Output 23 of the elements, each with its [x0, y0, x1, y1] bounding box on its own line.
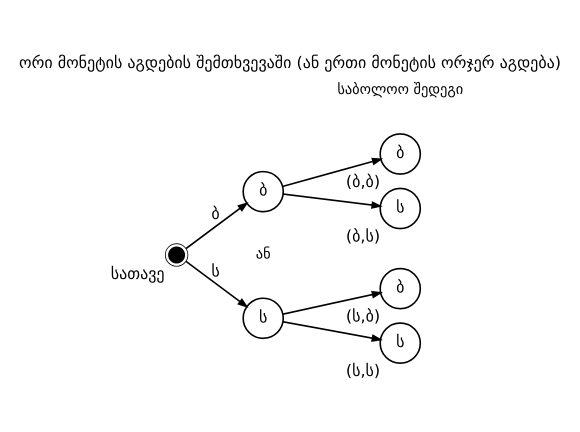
- node-label: (ბ,ბ): [346, 171, 380, 190]
- node-label: სათავე: [110, 264, 165, 283]
- node-label: (ბ,ს): [346, 226, 380, 245]
- arrow: [282, 157, 384, 187]
- arrow: [283, 320, 383, 342]
- label: ან: [256, 246, 271, 262]
- arrow: [186, 201, 249, 249]
- arrow: [283, 192, 383, 208]
- node-circle: ს: [242, 296, 284, 339]
- arrow: [282, 290, 383, 314]
- edge-label: ს: [211, 261, 220, 280]
- node-circle: ს: [379, 187, 422, 229]
- node-circle: ბ: [242, 170, 284, 212]
- diagram-title: ორი მონეტის აგდების შემთხვევაში (ან ერთი მონეტის ორჯერ აგდება): [19, 52, 561, 72]
- node-circle: ბ: [379, 267, 422, 309]
- node-circle: ს: [379, 322, 422, 364]
- arrow: [186, 260, 249, 308]
- node-label: (ს,ს): [346, 360, 380, 380]
- node-circle: [164, 242, 188, 266]
- node-circle: ბ: [379, 132, 422, 174]
- node-label: (ს,ბ): [346, 306, 380, 325]
- edge-label: ბ: [211, 203, 220, 222]
- label: საბოლოო შედეგი: [337, 82, 464, 98]
